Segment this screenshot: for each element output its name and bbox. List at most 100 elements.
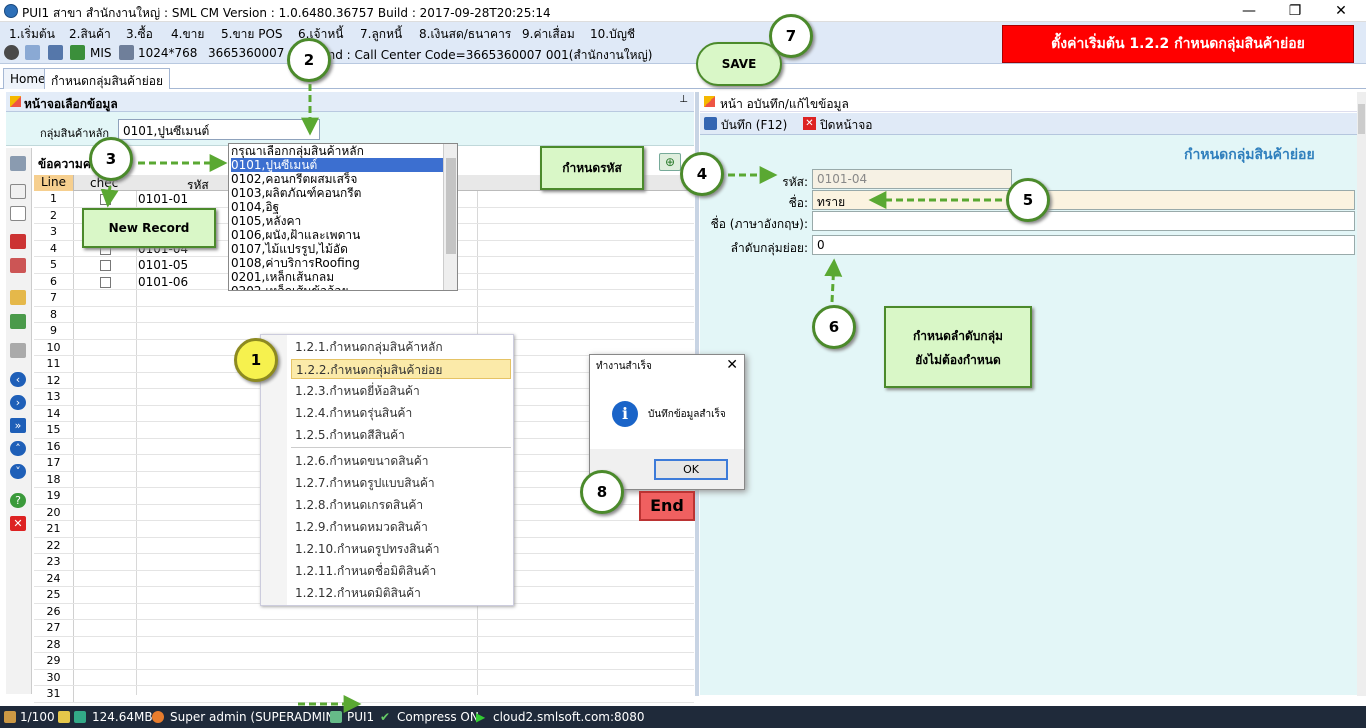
new-record-icon[interactable] [10, 184, 26, 199]
arrow-right-icon[interactable]: › [10, 395, 26, 410]
menu-sales[interactable]: 4.ขาย [171, 27, 205, 41]
ok-button[interactable]: OK [654, 459, 728, 480]
step-2-marker: 2 [287, 38, 331, 82]
name-english-field[interactable] [812, 211, 1355, 231]
submenu-item[interactable]: 1.2.9.กำหนดหมวดสินค้า [295, 520, 428, 534]
submenu-item[interactable]: 1.2.1.กำหนดกลุ่มสินค้าหลัก [295, 340, 443, 354]
close-icon[interactable]: ✕ [10, 516, 26, 531]
column-line[interactable]: Line [34, 175, 74, 191]
restore-button[interactable]: ❐ [1288, 3, 1302, 19]
tree-icon[interactable] [10, 156, 26, 171]
menu-creditor[interactable]: 6.เจ้าหนี้ [298, 27, 344, 41]
mis-label[interactable]: MIS [90, 46, 112, 60]
row-line-number: 3 [34, 224, 74, 240]
row-line-number: 20 [34, 504, 74, 520]
submenu-item[interactable]: 1.2.10.กำหนดรูปทรงสินค้า [295, 542, 440, 556]
row-line-number: 17 [34, 455, 74, 471]
row-line-number: 10 [34, 339, 74, 355]
menu-start[interactable]: 1.เริ่มต้น [9, 27, 55, 41]
menu-pos[interactable]: 5.ขาย POS [221, 27, 283, 41]
save-button[interactable]: บันทึก (F12) [721, 118, 788, 132]
row-checkbox[interactable] [100, 276, 111, 288]
minimize-button[interactable]: — [1242, 3, 1256, 19]
grid-title: ข้อความค [38, 157, 91, 171]
calculator-icon[interactable] [48, 45, 63, 60]
dropdown-option[interactable]: 0101,ปูนซีเมนต์ [231, 158, 443, 172]
table-row[interactable]: 26 [34, 603, 694, 620]
table-row[interactable]: 7 [34, 290, 694, 307]
clock-icon[interactable] [4, 45, 19, 60]
chevron-down-icon[interactable]: ⌄ [305, 121, 315, 134]
row-line-number: 22 [34, 537, 74, 553]
form-title: กำหนดกลุ่มสินค้าย่อย [1184, 147, 1315, 163]
selection-panel-header: หน้าจอเลือกข้อมูล ⊥ [6, 92, 694, 112]
submenu-item[interactable]: 1.2.7.กำหนดรูปแบบสินค้า [295, 476, 435, 490]
close-screen-button[interactable]: ปิดหน้าจอ [820, 118, 873, 132]
arrow-left-icon[interactable]: ‹ [10, 372, 26, 387]
chart-icon[interactable] [70, 45, 85, 60]
column-code[interactable]: รหัส [187, 178, 209, 192]
close-icon[interactable]: ✕ [803, 117, 816, 130]
list-icon[interactable] [10, 343, 26, 358]
submenu-item[interactable]: 1.2.8.กำหนดเกรดสินค้า [295, 498, 424, 512]
tab-sub-product-group[interactable]: กำหนดกลุ่มสินค้าย่อย [44, 68, 171, 89]
arrow-down-icon[interactable]: ˅ [10, 464, 26, 479]
table-row[interactable]: 8 [34, 306, 694, 323]
dropdown-option[interactable]: 0201,เหล็กเส้นกลม [231, 270, 335, 284]
checklist-icon[interactable] [10, 234, 26, 249]
right-scrollbar[interactable] [1357, 92, 1366, 696]
dropdown-scrollbar[interactable] [443, 144, 457, 290]
menu-purchase[interactable]: 3.ซื้อ [126, 27, 153, 41]
table-row[interactable]: 28 [34, 636, 694, 653]
row-checkbox[interactable] [100, 260, 111, 271]
dialog-title: ทำงานสำเร็จ [596, 361, 652, 372]
close-window-button[interactable]: ✕ [1335, 3, 1347, 19]
submenu-item[interactable]: 1.2.5.กำหนดสีสินค้า [295, 428, 405, 442]
fast-forward-icon[interactable]: » [10, 418, 26, 433]
dropdown-option[interactable]: 0103,ผลิตภัณฑ์คอนกรีต [231, 186, 362, 200]
save-icon[interactable] [704, 117, 717, 130]
main-group-select[interactable]: 0101,ปูนซีเมนต์ ⌄ [118, 119, 320, 140]
dropdown-option[interactable]: 0104,อิฐ [231, 200, 280, 214]
order-field[interactable]: 0 [812, 235, 1355, 255]
dropdown-option[interactable]: 0108,ค่าบริการRoofing [231, 256, 360, 270]
row-line-number: 9 [34, 323, 74, 339]
dialog-close-icon[interactable]: ✕ [726, 357, 738, 373]
document-icon[interactable] [10, 206, 26, 221]
submenu-item[interactable]: 1.2.3.กำหนดยี่ห้อสินค้า [295, 384, 420, 398]
dropdown-option[interactable]: กรุณาเลือกกลุ่มสินค้าหลัก [231, 144, 364, 158]
import-icon[interactable] [10, 314, 26, 329]
lock-icon[interactable] [10, 290, 26, 305]
submenu-item[interactable]: 1.2.6.กำหนดขนาดสินค้า [295, 454, 429, 468]
submenu-item[interactable]: 1.2.11.กำหนดชื่อมิติสินค้า [295, 564, 437, 578]
submenu-item[interactable]: 1.2.12.กำหนดมิติสินค้า [295, 586, 421, 600]
submenu-item[interactable]: 1.2.4.กำหนดรุ่นสินค้า [295, 406, 413, 420]
dropdown-option[interactable]: 0202,เหล็กเส้นข้ออ้อย [231, 284, 349, 291]
table-row[interactable]: 30 [34, 669, 694, 686]
row-checkbox[interactable] [100, 194, 111, 205]
pin-icon[interactable]: ⊥ [679, 94, 688, 105]
dropdown-option[interactable]: 0106,ผนัง,ฝ้าและเพดาน [231, 228, 361, 242]
delete-record-icon[interactable] [10, 258, 26, 273]
main-group-value: 0101,ปูนซีเมนต์ [123, 124, 210, 138]
menu-cash-bank[interactable]: 8.เงินสด/ธนาคาร [419, 27, 512, 41]
submenu-item[interactable]: 1.2.2.กำหนดกลุ่มสินค้าย่อย [291, 359, 511, 379]
menu-debtor[interactable]: 7.ลูกหนี้ [360, 27, 403, 41]
dropdown-option[interactable]: 0107,ไม้แปรรูป,ไม้อัด [231, 242, 348, 256]
dropdown-option[interactable]: 0102,คอนกรีตผสมเสร็จ [231, 172, 358, 186]
arrow-up-icon[interactable]: ˄ [10, 441, 26, 456]
table-row[interactable]: 31 [34, 686, 694, 703]
table-row[interactable]: 27 [34, 620, 694, 637]
dropdown-option[interactable]: 0105,หลังคา [231, 214, 302, 228]
menu-accounting[interactable]: 10.บัญชี [590, 27, 636, 41]
name-field[interactable]: ทราย [812, 190, 1355, 210]
code-field[interactable]: 0101-04 [812, 169, 1012, 189]
add-icon[interactable]: ⊕ [659, 153, 681, 171]
window-icon[interactable] [25, 45, 40, 60]
menu-depreciation[interactable]: 9.ค่าเสื่อม [522, 27, 575, 41]
help-icon[interactable]: ? [10, 493, 26, 508]
menu-product[interactable]: 2.สินค้า [69, 27, 111, 41]
new-record-callout: New Record [82, 208, 216, 248]
table-row[interactable]: 29 [34, 653, 694, 670]
tab-home[interactable]: Home [3, 68, 53, 89]
